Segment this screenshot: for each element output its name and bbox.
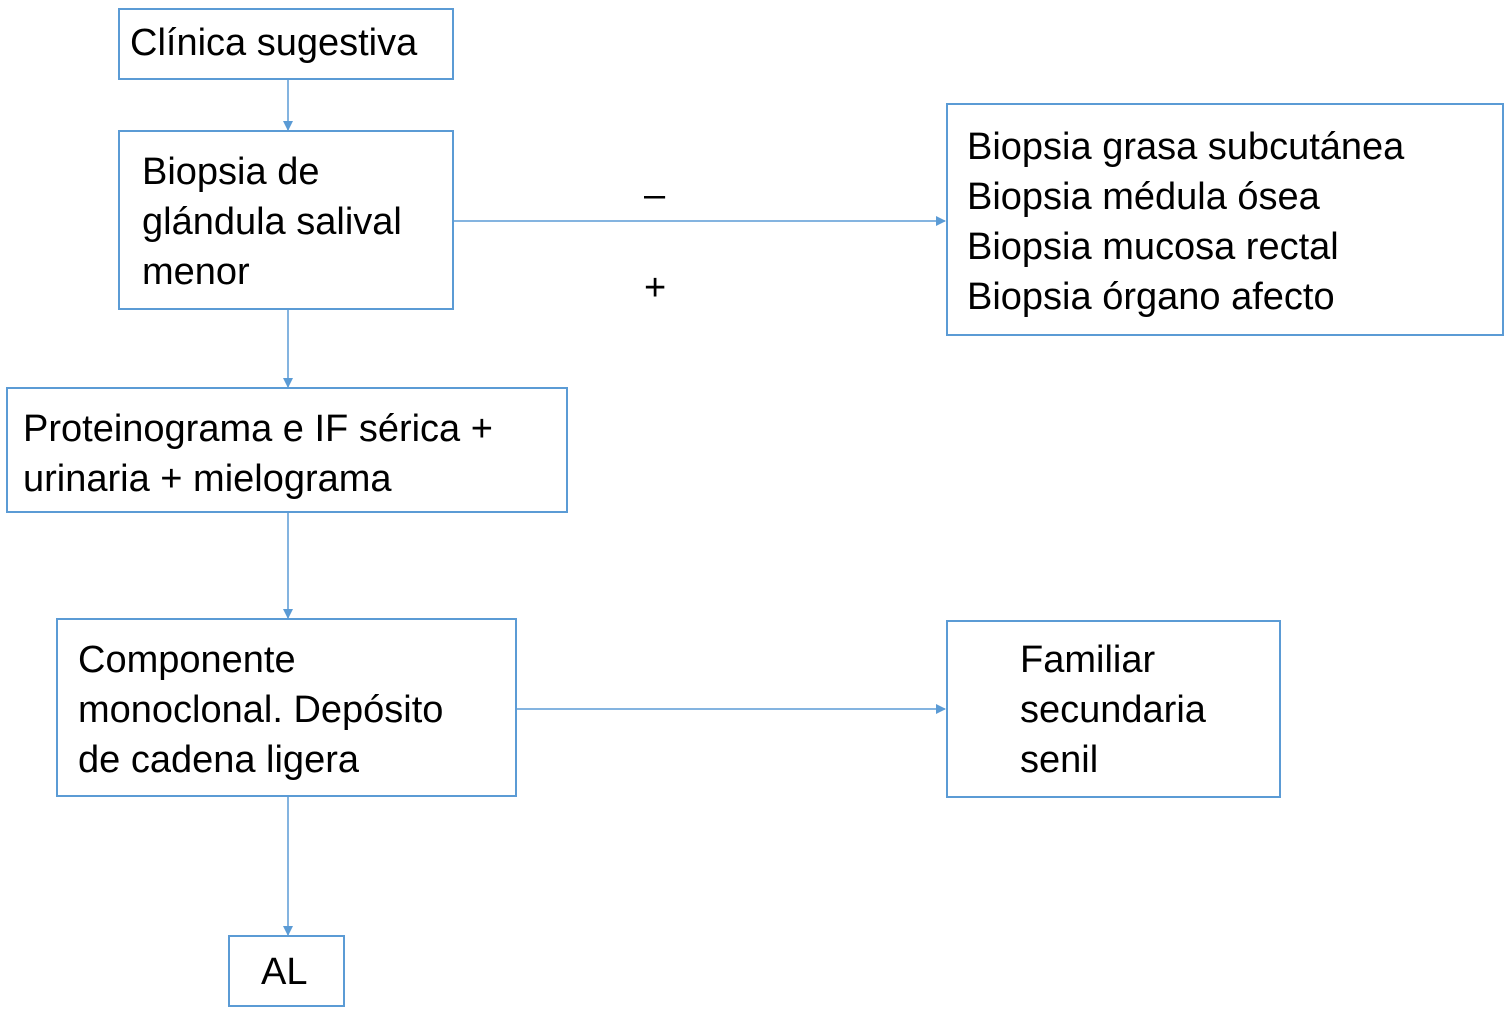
node-text-line: Biopsia de xyxy=(142,151,320,193)
node-text-line: AL xyxy=(261,951,308,993)
node-text-line: Familiar xyxy=(1020,639,1156,681)
node-componente-monoclonal: Componente monoclonal. Depósito de cadena … xyxy=(56,618,517,797)
node-text-line: menor xyxy=(142,251,250,293)
node-proteinograma-text: Proteinograma e IF sérica + urinaria + mi… xyxy=(23,404,493,504)
node-text-line: Clínica sugestiva xyxy=(130,22,418,64)
node-text-line: senil xyxy=(1020,739,1099,781)
node-text-line: Proteinograma e IF sérica + xyxy=(23,408,493,450)
node-text-line: Biopsia órgano afecto xyxy=(967,276,1335,318)
node-text-line: de cadena ligera xyxy=(78,739,359,781)
node-biopsia-glandula-salival-text: Biopsia de glándula salival menor xyxy=(142,147,402,297)
node-familiar-secundaria-senil-text: Familiar secundaria senil xyxy=(1020,635,1206,785)
node-familiar-secundaria-senil: Familiar secundaria senil xyxy=(946,620,1281,798)
node-text-line: Componente xyxy=(78,639,296,681)
node-text-line: monoclonal. Depósito xyxy=(78,689,444,731)
node-al-text: AL xyxy=(261,947,307,997)
node-text-line: urinaria + mielograma xyxy=(23,458,392,500)
edge-label-negative: – xyxy=(644,174,666,216)
node-proteinograma: Proteinograma e IF sérica + urinaria + mi… xyxy=(6,387,568,513)
node-text-line: secundaria xyxy=(1020,689,1206,731)
node-clinica-sugestiva: Clínica sugestiva xyxy=(118,8,454,80)
edge-label-positive: + xyxy=(644,267,667,309)
node-clinica-sugestiva-text: Clínica sugestiva xyxy=(130,18,417,68)
node-text-line: Biopsia médula ósea xyxy=(967,176,1320,218)
node-al: AL xyxy=(228,935,345,1007)
node-componente-monoclonal-text: Componente monoclonal. Depósito de cadena … xyxy=(78,635,443,785)
node-biopsia-glandula-salival: Biopsia de glándula salival menor xyxy=(118,130,454,310)
node-text-line: Biopsia grasa subcutánea xyxy=(967,126,1405,168)
node-text-line: glándula salival xyxy=(142,201,402,243)
node-text-line: Biopsia mucosa rectal xyxy=(967,226,1339,268)
